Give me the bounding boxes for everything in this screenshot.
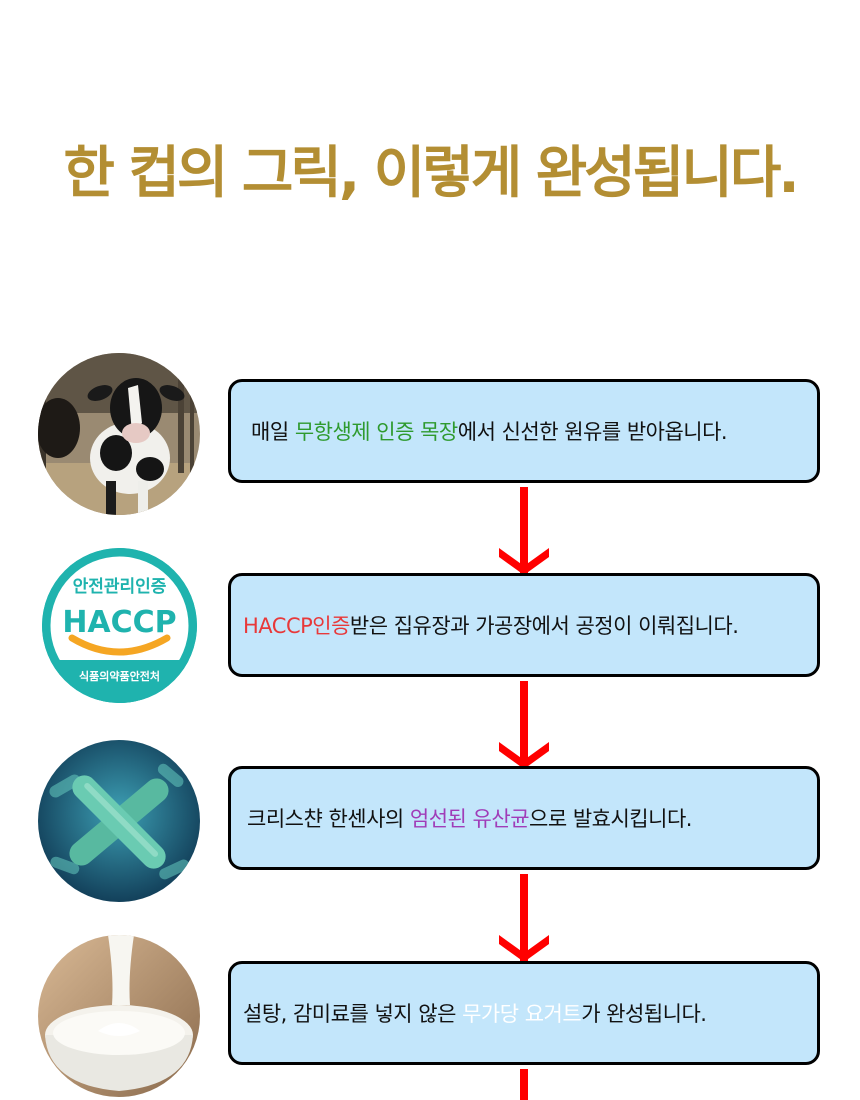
badge-main-text: HACCP <box>62 605 176 640</box>
down-arrow-icon <box>499 874 549 962</box>
step-3-highlight: 엄선된 유산균 <box>409 807 530 831</box>
step-1-text-b: 에서 신선한 원유를 받아옵니다. <box>457 420 728 444</box>
down-arrow-icon <box>499 681 549 769</box>
bacteria-illustration <box>38 740 200 902</box>
step-4-text-a: 설탕, 감미료를 넣지 않은 <box>243 1002 463 1026</box>
milk-pouring-photo <box>38 935 200 1097</box>
step-3-text-b: 으로 발효시킵니다. <box>529 807 692 831</box>
step-1-text-a: 매일 <box>251 420 295 444</box>
step-4-highlight: 무가당 요거트 <box>462 1002 582 1026</box>
calf-photo <box>38 353 200 515</box>
badge-top-text: 안전관리인증 <box>73 577 167 597</box>
step-2-text-a: 받은 집유장과 가공장에서 공정이 이뤄집니다. <box>349 614 739 638</box>
haccp-badge: 안전관리인증 HACCP 식품의약품안전처 <box>42 548 197 703</box>
down-arrow-icon <box>499 487 549 575</box>
step-4-text-b: 가 완성됩니다. <box>581 1002 707 1026</box>
page-title: 한 컵의 그릭, 이렇게 완성됩니다. <box>63 141 799 206</box>
badge-bottom-text: 식품의약품안전처 <box>79 669 160 683</box>
step-3-text-a: 크리스챤 한센사의 <box>247 807 410 831</box>
down-arrow-stub <box>520 1069 528 1100</box>
step-2-highlight: HACCP인증 <box>243 614 350 638</box>
step-1-highlight: 무항생제 인증 목장 <box>294 420 458 444</box>
